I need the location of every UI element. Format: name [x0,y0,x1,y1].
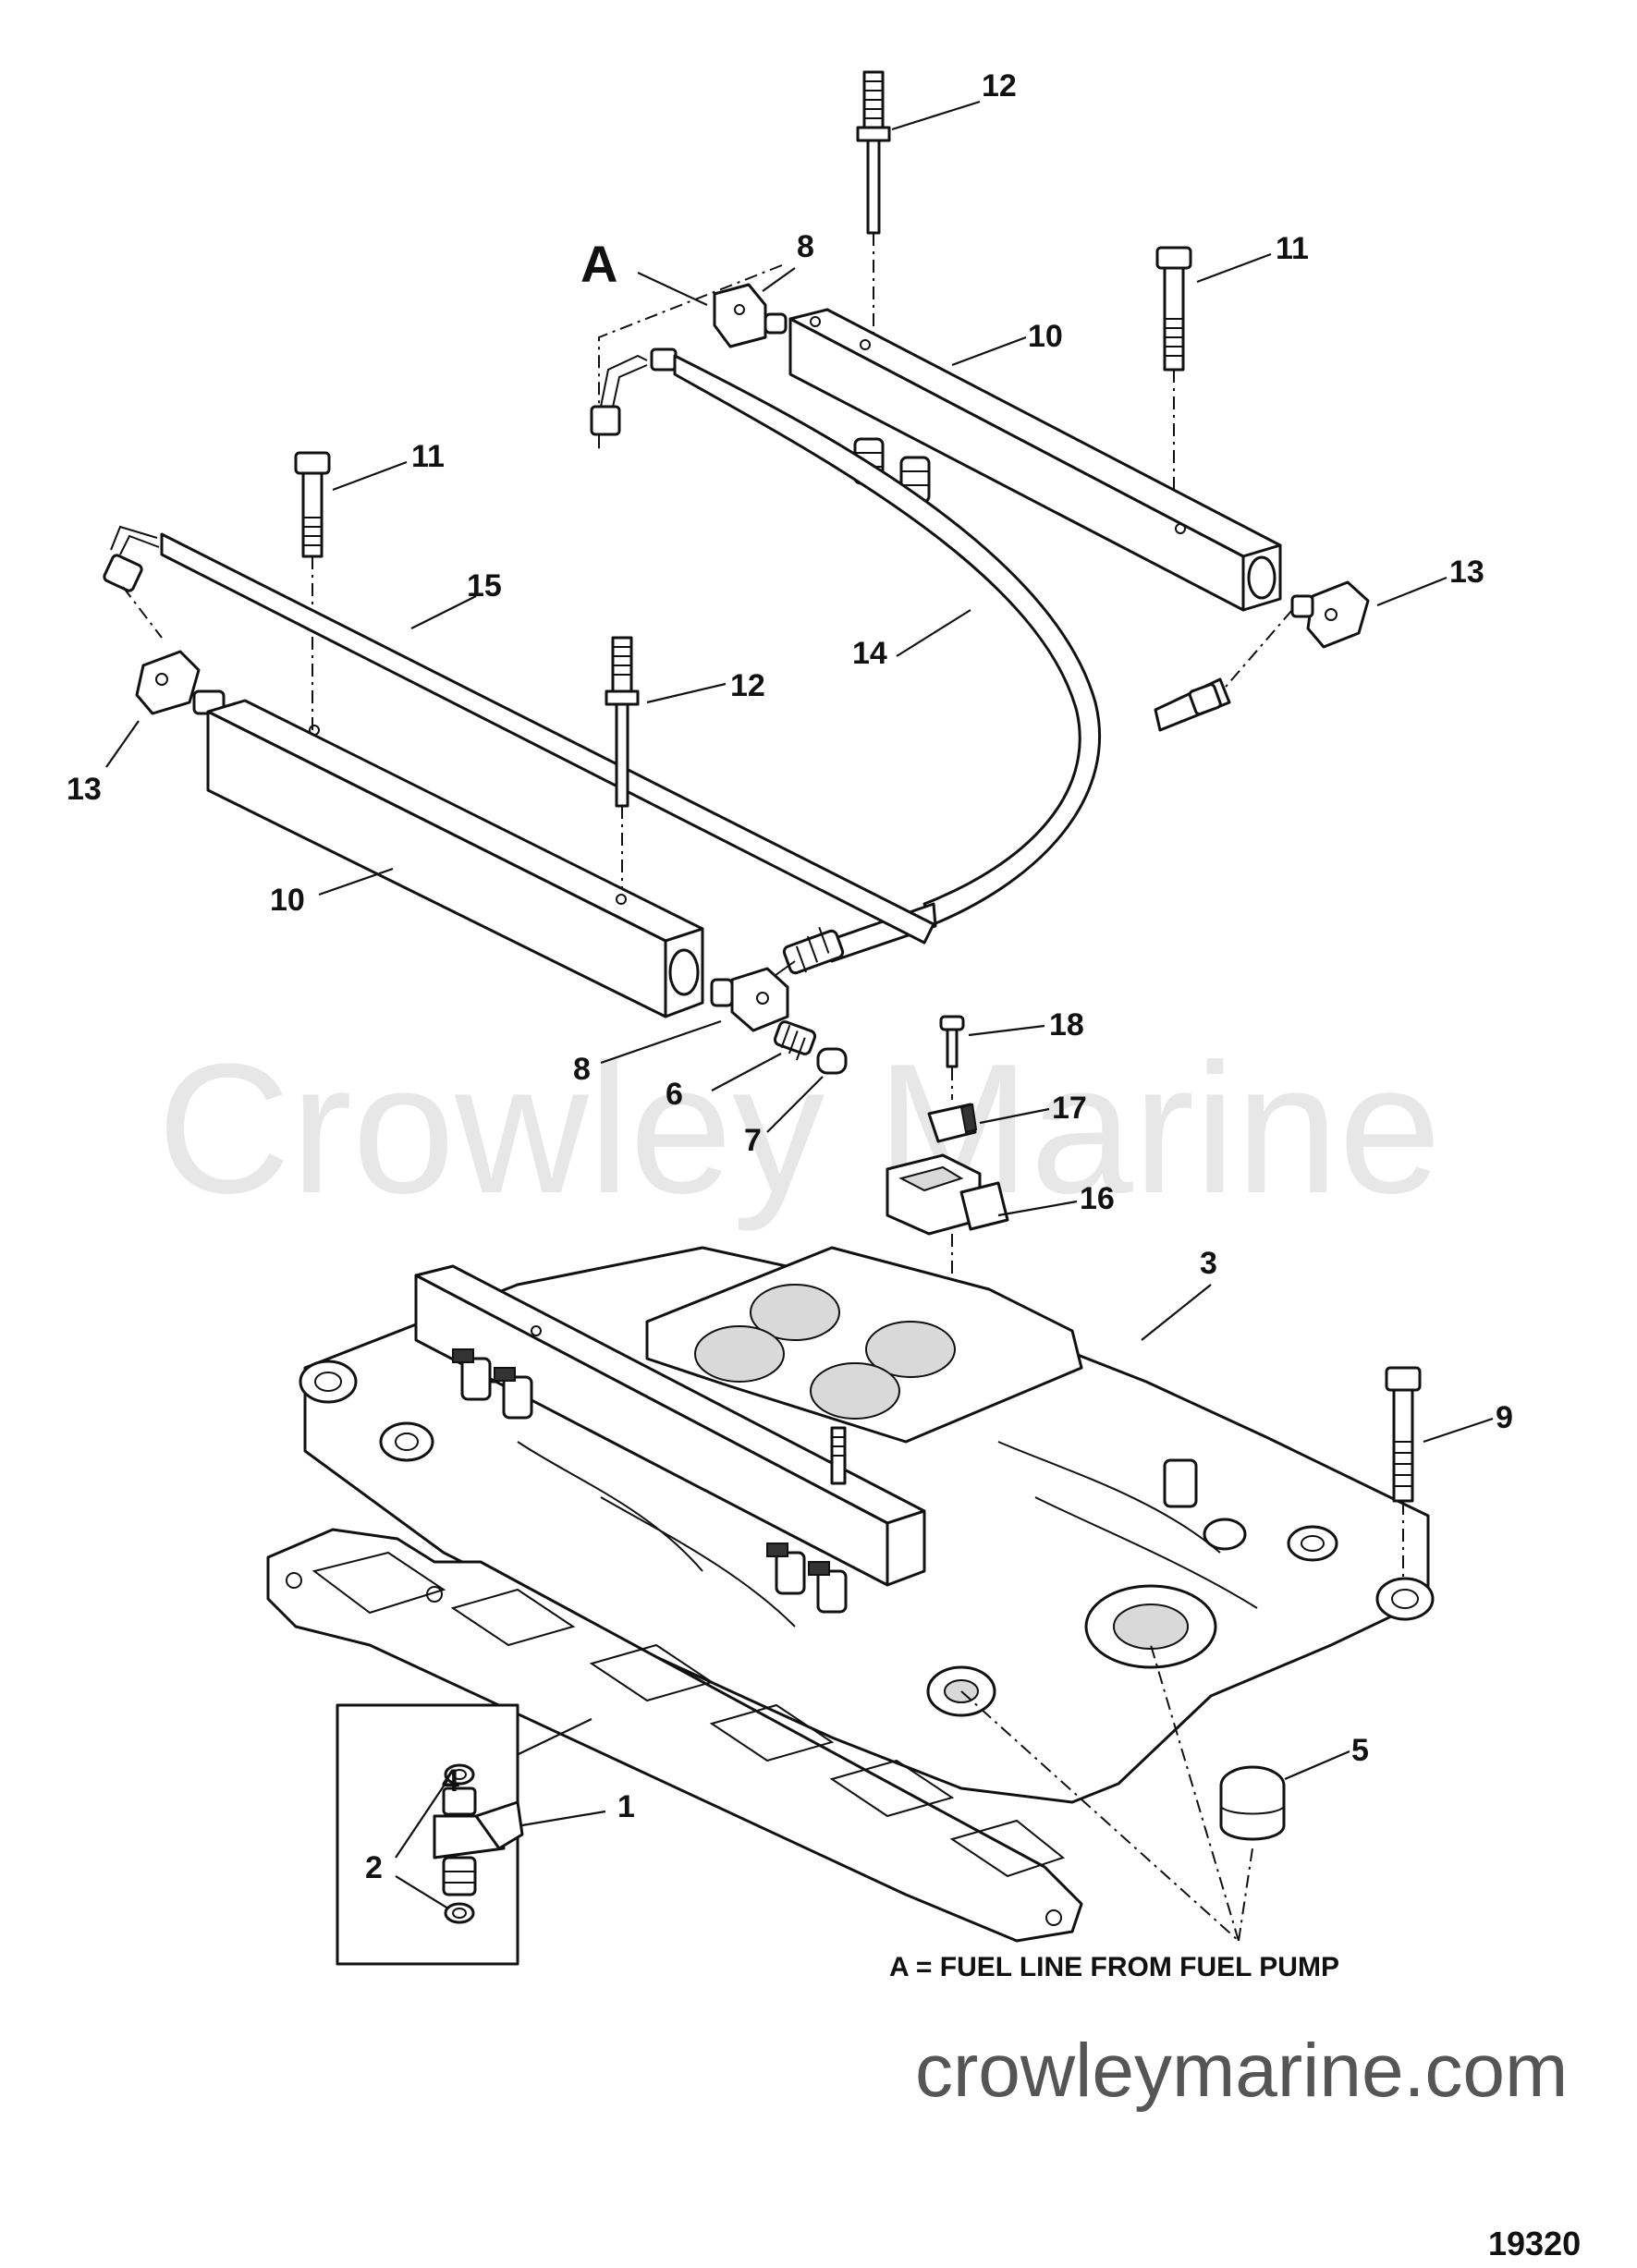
cap-fitting [816,1047,848,1075]
callout-13-right: 13 [1449,555,1484,590]
callout-7: 7 [744,1123,762,1158]
bolt-upper-right [1155,246,1192,518]
callout-5: 5 [1351,1733,1369,1768]
elbow-fitting-right [1154,580,1370,732]
fuel-line-short [103,525,935,945]
callout-8-upper: 8 [797,229,814,264]
callout-17: 17 [1052,1091,1087,1126]
fuel-rail-installed [414,1264,926,1614]
callout-12-middle: 12 [730,668,765,703]
callout-10-lower: 10 [270,883,305,918]
screw-small [939,1015,965,1100]
callout-18: 18 [1049,1007,1084,1043]
manifold-bolt [1385,1366,1422,1582]
fitting-lower [710,967,789,1032]
callout-11-left: 11 [411,439,445,474]
bolt-left [294,451,331,730]
callout-11-upper: 11 [1276,231,1309,266]
stud-top [856,70,891,342]
callout-6: 6 [666,1077,683,1112]
callout-2: 2 [365,1850,383,1885]
plug [1219,1765,1286,1841]
intake-gasket [266,1528,1083,1943]
diagram-number: 19320 [1488,2225,1581,2262]
callout-14: 14 [852,636,887,671]
fuel-rail-upper [788,308,1282,612]
website-watermark: crowleymarine.com [915,2029,1568,2113]
callout-3: 3 [1200,1246,1217,1281]
map-sensor [886,1153,1009,1405]
fuel-rail-lower [206,699,704,1018]
callout-10-upper: 10 [1028,319,1063,354]
elbow-fitting-left [135,650,226,715]
callout-9: 9 [1496,1400,1513,1435]
callout-8-lower: 8 [573,1052,591,1087]
watermark-text: Crowley Marine [157,1026,1441,1232]
callout-a: A [580,235,617,293]
injector-inset [336,1703,524,1966]
callout-15: 15 [467,568,502,604]
bracket-clip [927,1103,978,1143]
callout-1: 1 [617,1789,635,1824]
callout-12-top: 12 [982,68,1017,104]
callout-16: 16 [1080,1181,1115,1216]
adapter-fitting [773,1020,817,1061]
fitting-upper [713,283,788,348]
legend-text: A = FUEL LINE FROM FUEL PUMP [889,1952,1339,1982]
callout-4: 4 [442,1763,459,1799]
callout-13-left: 13 [67,772,102,807]
